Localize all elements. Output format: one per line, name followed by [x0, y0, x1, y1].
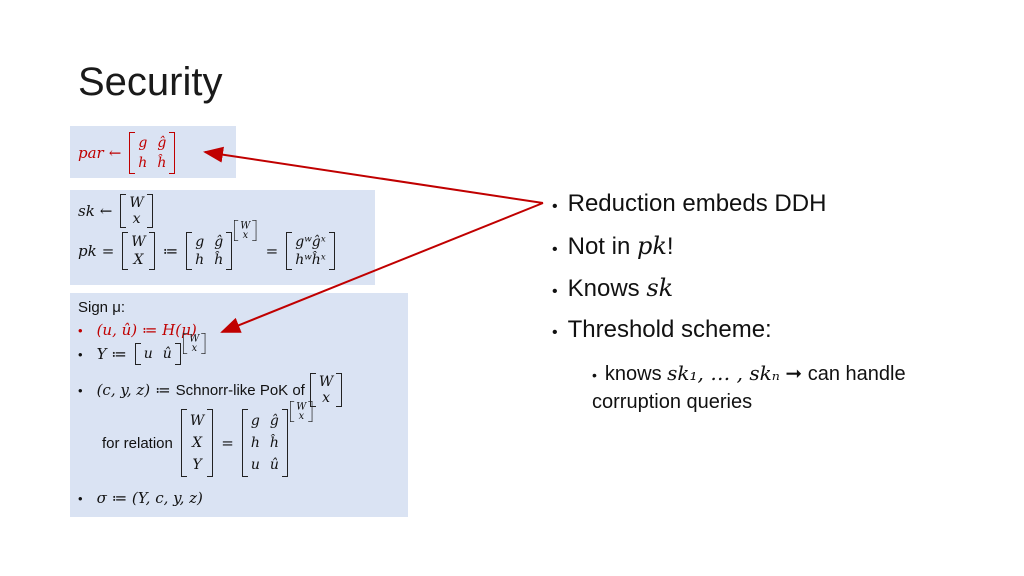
witness-vector: W x: [309, 373, 343, 407]
y-assignment: Y ≔: [96, 345, 127, 363]
matrix-cell: ĥ: [214, 252, 224, 268]
base-matrix: g ĝ h ĥ: [186, 232, 233, 270]
vector-cell: x: [191, 342, 197, 354]
sk-assignment: sk ← W x: [78, 194, 156, 228]
pok-description: Schnorr-like PoK of: [175, 381, 305, 399]
exponent-vector: W x: [289, 401, 313, 422]
sign-line-y: • Y ≔ u û W x: [78, 333, 209, 365]
pk-label: pk: [78, 242, 97, 260]
sign-line-hash: • (u, û) ≔ H(μ): [78, 321, 197, 339]
implies-arrow-icon: ➞: [785, 363, 803, 385]
signature-assignment: σ ≔ (Y, c, y, z): [96, 489, 203, 507]
relation-lhs-vector: W X Y: [180, 409, 214, 477]
vector-cell: W: [318, 374, 334, 390]
u-vector: u û: [134, 343, 181, 365]
sign-line-pok: • (c, y, z) ≔ Schnorr-like PoK of W x: [78, 373, 345, 407]
relation-label: for relation: [102, 434, 173, 452]
proof-tuple: (c, y, z): [96, 381, 151, 399]
bullet-item: •Threshold scheme:: [552, 316, 772, 343]
equals-sign: =: [265, 242, 279, 260]
sk-vector: W x: [120, 194, 153, 228]
matrix-cell: ĥ: [157, 155, 167, 171]
define-sign: ≔: [155, 381, 171, 399]
key-box: sk ← W x pk = W X ≔ g ĝ h: [70, 190, 375, 285]
sub-bullet-item: •knows sk₁, … , skₙ ➞ can handle corrupt…: [592, 361, 906, 413]
equals-sign: =: [221, 434, 234, 452]
define-sign: ≔: [162, 242, 179, 260]
sign-line-sigma: • σ ≔ (Y, c, y, z): [78, 489, 203, 507]
matrix-cell: g: [250, 413, 260, 429]
vector-cell: W: [131, 234, 146, 250]
bullet-item: •Not in pk!: [552, 232, 674, 260]
vector-cell: gʷĝˣ: [295, 234, 326, 250]
hash-assignment: (u, û) ≔ H(μ): [96, 321, 197, 339]
vector-cell: x: [322, 390, 330, 406]
bullet-item: •Reduction embeds DDH: [552, 190, 827, 217]
vector-cell: û: [162, 346, 172, 362]
vector-cell: X: [133, 252, 144, 268]
exponent-vector: W x: [182, 333, 206, 354]
bullet-text: Not in: [567, 233, 631, 260]
matrix-cell: ĝ: [157, 135, 167, 151]
sub-bullet-math: sk₁, … , skₙ: [667, 361, 780, 385]
sub-bullet-text: knows: [604, 363, 668, 385]
sk-label: sk: [78, 202, 95, 220]
vector-cell: x: [132, 211, 141, 227]
bullet-item: •Knows sk: [552, 274, 674, 302]
vector-cell: x: [242, 229, 249, 241]
sign-box: Sign μ: • (u, û) ≔ H(μ) • Y ≔ u û W x • …: [70, 293, 408, 517]
bullet-text: Threshold scheme:: [567, 316, 772, 343]
vector-cell: x: [298, 410, 305, 422]
arrow-to-par: [203, 146, 544, 204]
par-assignment: par ← g ĝ h ĥ: [78, 132, 178, 174]
matrix-cell: h: [195, 252, 205, 268]
vector-cell: W: [240, 220, 251, 232]
bullet-math: sk: [646, 274, 674, 302]
bullet-text: Knows: [567, 275, 640, 302]
bullet-suffix: !: [666, 233, 674, 260]
matrix-cell: ĝ: [214, 234, 224, 250]
sign-header: Sign μ:: [78, 299, 125, 316]
relation-matrix: g ĝ h ĥ u û: [241, 409, 288, 477]
matrix-cell: h: [138, 155, 148, 171]
vector-cell: X: [192, 435, 203, 451]
assign-arrow: ←: [108, 144, 122, 162]
assign-arrow: ←: [99, 202, 113, 220]
vector-cell: u: [143, 346, 153, 362]
matrix-cell: ĝ: [269, 413, 279, 429]
matrix-cell: û: [269, 457, 279, 473]
par-label: par: [78, 144, 104, 162]
page-title: Security: [78, 60, 223, 104]
vector-cell: W: [189, 333, 200, 345]
pk-equation: pk = W X ≔ g ĝ h ĥ W x: [78, 220, 338, 270]
result-vector: gʷĝˣ hʷĥˣ: [286, 232, 335, 270]
vector-cell: hʷĥˣ: [295, 252, 326, 268]
vector-cell: W: [129, 195, 144, 211]
generator-matrix: g ĝ h ĥ: [129, 132, 176, 174]
vector-cell: W: [189, 413, 205, 429]
equals-sign: =: [101, 242, 115, 260]
bullet-text: Reduction embeds DDH: [567, 190, 827, 217]
matrix-cell: g: [138, 135, 148, 151]
matrix-cell: h: [250, 435, 260, 451]
arrow-to-hash: [220, 202, 544, 333]
matrix-cell: g: [195, 234, 205, 250]
matrix-cell: u: [250, 457, 260, 473]
relation-equation: for relation W X Y = g ĝ h ĥ u û: [102, 401, 316, 477]
vector-cell: Y: [192, 457, 202, 473]
bullet-math: pk: [636, 232, 667, 260]
matrix-cell: ĥ: [269, 435, 279, 451]
sub-bullet-text-end: can handle corruption queries: [592, 363, 906, 413]
exponent-vector: W x: [234, 220, 257, 241]
vector-cell: W: [296, 401, 307, 413]
bullet-list: •Reduction embeds DDH •Not in pk! •Knows…: [552, 190, 906, 413]
pk-vector: W X: [122, 232, 155, 270]
